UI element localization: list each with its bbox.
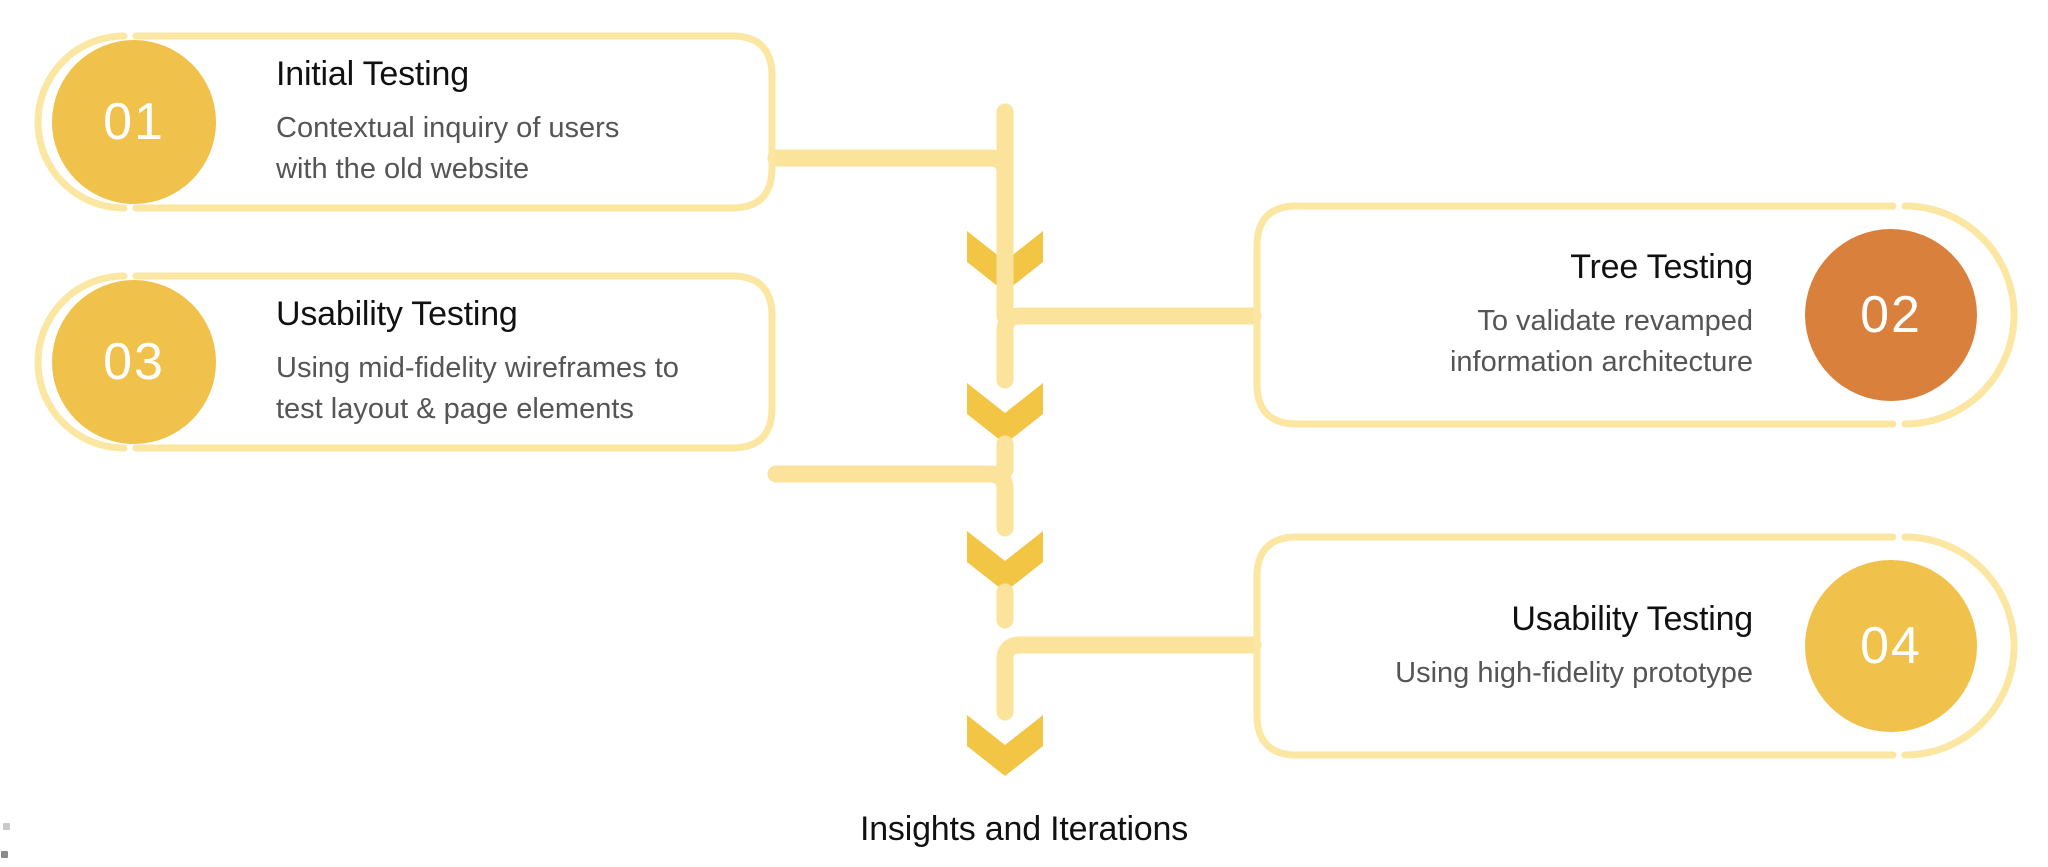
- connector-path-02: [996, 307, 1262, 389]
- step-card-03-title: Usability Testing: [276, 295, 518, 334]
- step-card-02-description: To validate revamped information archite…: [1449, 305, 1753, 379]
- step-card-04-description: Using high-fidelity prototype: [1395, 656, 1753, 689]
- corner-artifact-dot-upper: [3, 823, 10, 830]
- step-badge-01-number: 01: [103, 93, 165, 151]
- step-badge-01: 01: [52, 40, 216, 204]
- step-card-02[interactable]: 02 Tree Testing To validate revamped inf…: [1253, 202, 2018, 428]
- step-badge-03-number: 03: [103, 333, 165, 391]
- step-card-02-body: Tree Testing To validate revamped inform…: [1279, 202, 1753, 428]
- arrow-head-4: [967, 715, 1043, 776]
- step-card-01-body: Initial Testing Contextual inquiry of us…: [276, 32, 750, 212]
- step-badge-04-number: 04: [1860, 617, 1922, 675]
- step-card-04-body: Usability Testing Using high-fidelity pr…: [1279, 533, 1753, 759]
- diagram-caption: Insights and Iterations: [859, 810, 1189, 848]
- step-card-02-title: Tree Testing: [1570, 248, 1753, 287]
- step-card-03-body: Usability Testing Using mid-fidelity wir…: [276, 272, 750, 452]
- connector-path-01: [767, 149, 1014, 237]
- step-card-03-description: Using mid-fidelity wireframes to test la…: [276, 352, 679, 426]
- step-card-02-outline: [1253, 202, 2018, 428]
- step-card-04-outline: [1253, 533, 2018, 759]
- connector-path-03: [767, 465, 1014, 537]
- step-card-01[interactable]: 01 Initial Testing Contextual inquiry of…: [34, 32, 776, 212]
- step-badge-03: 03: [52, 280, 216, 444]
- step-card-03-outline: [34, 272, 776, 452]
- connector-path-04: [996, 636, 1262, 721]
- step-card-01-outline: [34, 32, 776, 212]
- arrow-head-3: [967, 531, 1043, 592]
- step-badge-02-number: 02: [1860, 286, 1922, 344]
- step-badge-02: 02: [1805, 229, 1977, 401]
- step-card-01-title: Initial Testing: [276, 55, 469, 94]
- step-card-04[interactable]: 04 Usability Testing Using high-fidelity…: [1253, 533, 2018, 759]
- corner-artifact-dot-lower: [1, 851, 8, 858]
- step-card-04-title: Usability Testing: [1511, 599, 1753, 638]
- step-card-01-description: Contextual inquiry of users with the old…: [276, 112, 620, 186]
- arrow-head-2: [967, 383, 1043, 444]
- step-badge-04: 04: [1805, 560, 1977, 732]
- step-card-03[interactable]: 03 Usability Testing Using mid-fidelity …: [34, 272, 776, 452]
